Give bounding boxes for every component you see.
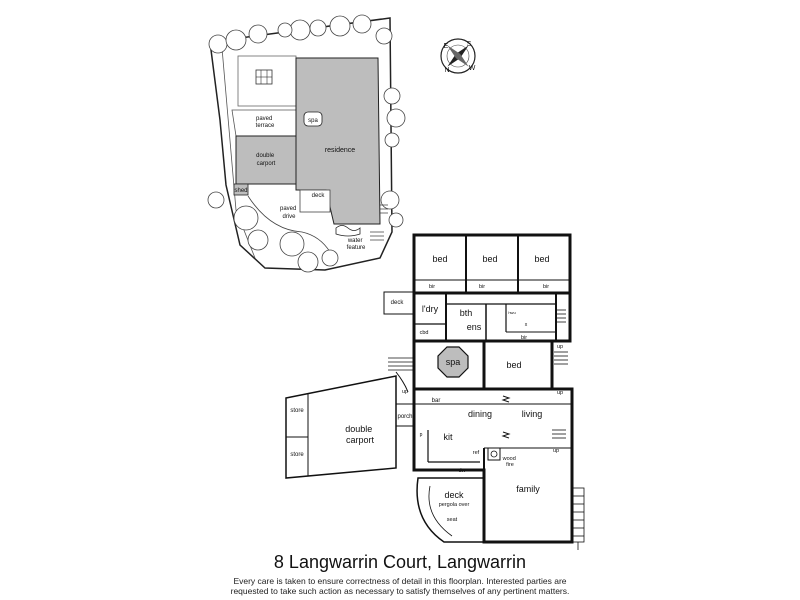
compass-s: S: [467, 41, 472, 48]
site-plan: paved terrace spa residence double carpo…: [207, 14, 406, 273]
label-ref: ref: [473, 450, 480, 456]
label-up-2: up: [557, 344, 563, 350]
compass-n: N: [444, 67, 449, 74]
label-spa: spa: [446, 357, 461, 367]
wood-fire: [487, 447, 501, 461]
label-up-1: up: [402, 389, 408, 395]
drive: [247, 195, 331, 253]
label-site-deck: deck: [312, 193, 326, 199]
label-bed-1: bed: [432, 254, 447, 264]
label-living: living: [522, 409, 543, 419]
label-bir-2: bir: [479, 284, 485, 290]
residence-footprint: [295, 57, 381, 225]
site-steps: [370, 204, 388, 241]
label-bed-2: bed: [482, 254, 497, 264]
shed: [233, 183, 249, 196]
label-paved-terrace-l2: terrace: [256, 123, 275, 129]
label-ldry: l'dry: [422, 304, 439, 314]
water-feature-pond: [335, 225, 361, 237]
site-carport: [235, 135, 297, 185]
label-double-carport: double carport: [345, 424, 375, 445]
label-bir-3: bir: [543, 284, 549, 290]
label-seat: seat: [447, 517, 458, 523]
label-paved-drive: paved drive: [280, 206, 298, 220]
label-bar: bar: [432, 398, 441, 404]
label-kit: kit: [444, 432, 453, 442]
trees: [207, 14, 406, 273]
label-dining: dining: [468, 409, 492, 419]
label-hwu: hwu: [508, 310, 515, 315]
label-up-4: up: [553, 448, 559, 454]
label-pergola-over: pergola over: [439, 502, 470, 508]
label-bed-4: bed: [506, 360, 521, 370]
label-family: family: [516, 484, 540, 494]
label-paved-terrace-l1: paved: [256, 116, 272, 122]
disclaimer: Every care is taken to ensure correctnes…: [0, 576, 800, 596]
label-bir-4: bir: [521, 335, 527, 341]
property-address: 8 Langwarrin Court, Langwarrin: [273, 552, 527, 572]
compass-e: E: [444, 43, 449, 50]
label-bir-1: bir: [429, 284, 435, 290]
label-store-2: store: [290, 452, 304, 458]
label-wood-fire: wood fire: [502, 456, 518, 468]
upper-deck: [383, 291, 415, 315]
label-cbd: cbd: [420, 330, 429, 336]
label-store-1: store: [290, 408, 304, 414]
family-stairs: [571, 487, 585, 550]
living-block: [412, 387, 574, 544]
label-residence: residence: [325, 147, 355, 154]
main-carport: [285, 375, 397, 479]
label-water-feature: water feature: [347, 238, 366, 251]
disclaimer-line-1: Every care is taken to ensure correctnes…: [233, 576, 567, 586]
deck-curve: [416, 477, 484, 543]
disclaimer-line-2: requested to take such action as necessa…: [230, 586, 570, 596]
wet-area-block: [412, 291, 572, 343]
floor-plan-labels: bed bed bed bir bir bir deck l'dry bth e…: [290, 254, 563, 523]
label-site-carport: double carport: [256, 153, 276, 167]
label-porch: porch: [397, 414, 412, 420]
compass-w: W: [469, 65, 476, 72]
label-bed-3: bed: [534, 254, 549, 264]
entry-stairs: [388, 357, 414, 371]
label-dw: dw: [458, 468, 465, 474]
label-p: p: [420, 432, 423, 438]
label-paved-terrace: paved terrace: [256, 116, 275, 129]
label-x: x: [525, 322, 528, 328]
site-deck: [299, 189, 331, 213]
right-steps: [552, 309, 568, 439]
label-deck-main: deck: [444, 490, 464, 500]
label-deck-top: deck: [391, 300, 405, 306]
label-ens: ens: [467, 322, 482, 332]
label-site-spa: spa: [308, 118, 318, 124]
label-bth: bth: [460, 308, 473, 318]
floor-plan-drawing: paved terrace spa residence double carpo…: [207, 14, 585, 550]
floor-plan: [285, 233, 585, 550]
site-spa: [303, 111, 323, 127]
compass: N S E W: [440, 38, 476, 74]
label-shed: shed: [234, 188, 247, 194]
label-up-3: up: [557, 390, 563, 396]
spa-tub: [437, 346, 469, 378]
